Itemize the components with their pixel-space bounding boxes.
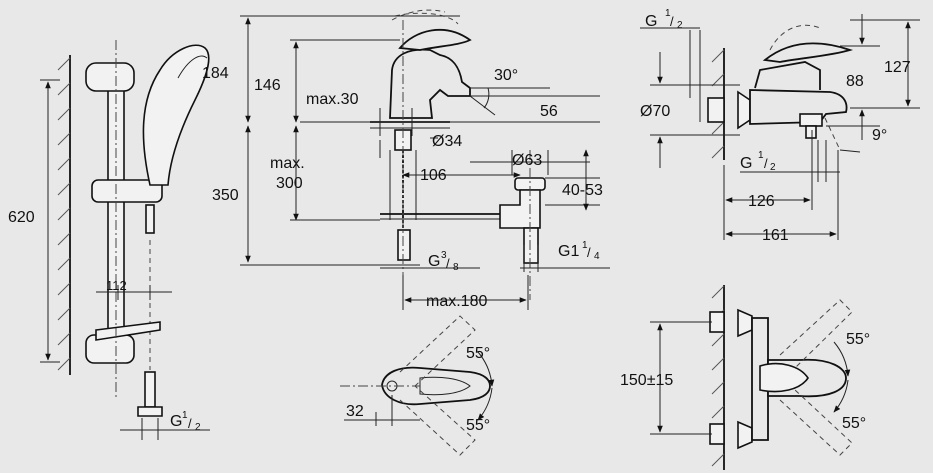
dim-56: 56 xyxy=(540,103,558,120)
basin-mixer-drawing: 184 146 max.30 30° 56 Ø34 max. 300 350 1… xyxy=(202,9,610,310)
rail-top-bracket xyxy=(85,62,135,92)
svg-text:/: / xyxy=(670,14,674,29)
thread-g114-label: G1 xyxy=(558,243,579,260)
svg-text:3: 3 xyxy=(441,250,447,261)
bath-mixer-lever xyxy=(762,42,853,63)
thread-g-label: G xyxy=(170,413,182,430)
dim-bath-angle-top: 55° xyxy=(846,331,870,348)
dim-146: 146 xyxy=(254,77,281,94)
dim-350: 350 xyxy=(212,187,239,204)
hand-shower xyxy=(142,44,210,186)
dim-max180: max.180 xyxy=(426,293,487,310)
svg-text:/: / xyxy=(764,156,768,171)
dim-126: 126 xyxy=(748,193,775,210)
thread-bath-g-label: G xyxy=(645,13,657,30)
dim-bath-angle-bottom: 55° xyxy=(842,415,866,432)
basin-top-view: 55° 55° 32 xyxy=(340,315,495,456)
dim-40-53: 40-53 xyxy=(562,182,603,199)
dim-161: 161 xyxy=(762,227,789,244)
shower-set-drawing: 620 112 G 1 / 2 xyxy=(8,40,210,440)
svg-text:4: 4 xyxy=(594,251,600,262)
dim-620: 620 xyxy=(8,209,35,226)
svg-text:/: / xyxy=(188,416,192,431)
svg-text:1: 1 xyxy=(582,240,588,251)
bath-top-lever xyxy=(759,362,809,393)
svg-text:2: 2 xyxy=(770,162,776,173)
basin-mixer-lever xyxy=(398,28,472,51)
svg-text:2: 2 xyxy=(677,20,683,31)
bath-top-view: 55° 55° 150±15 xyxy=(620,285,870,470)
dim-max300: 300 xyxy=(276,175,303,192)
svg-text:1: 1 xyxy=(665,8,671,19)
basin-mixer-body xyxy=(389,48,471,119)
thread-g38-label: G xyxy=(428,253,440,270)
dim-basin-angle-bottom: 55° xyxy=(466,417,490,434)
bath-mixer-drawing: G 1 / 2 Ø70 127 88 9° G 1 / 2 xyxy=(640,8,920,244)
dim-150-15: 150±15 xyxy=(620,372,673,389)
dim-angle-30: 30° xyxy=(494,67,518,84)
dim-32: 32 xyxy=(346,403,364,420)
dim-max30: max.30 xyxy=(306,91,359,108)
dim-127: 127 xyxy=(884,59,911,76)
dim-184: 184 xyxy=(202,65,229,82)
dim-basin-angle-top: 55° xyxy=(466,345,490,362)
dim-106: 106 xyxy=(420,167,447,184)
wall-hatch-shower xyxy=(57,55,71,375)
dim-dia34: Ø34 xyxy=(432,133,462,150)
hose-connector xyxy=(144,371,156,408)
svg-text:2: 2 xyxy=(195,422,201,433)
svg-text:/: / xyxy=(587,245,591,260)
dim-dia70: Ø70 xyxy=(640,103,670,120)
thread-bath-g2-label: G xyxy=(740,155,752,172)
dim-dia63: Ø63 xyxy=(512,152,542,169)
soap-shelf xyxy=(95,321,161,341)
bath-mixer-body xyxy=(749,89,848,125)
dim-88: 88 xyxy=(846,73,864,90)
svg-text:8: 8 xyxy=(453,262,459,273)
svg-text:1: 1 xyxy=(758,150,764,161)
dim-angle-9: 9° xyxy=(872,127,887,144)
svg-text:1: 1 xyxy=(182,410,188,421)
rail-slider xyxy=(91,179,163,203)
dim-max-label: max. xyxy=(270,155,305,172)
svg-text:/: / xyxy=(446,256,450,271)
dim-112: 112 xyxy=(106,278,127,293)
rail-bottom-bracket xyxy=(85,334,135,364)
